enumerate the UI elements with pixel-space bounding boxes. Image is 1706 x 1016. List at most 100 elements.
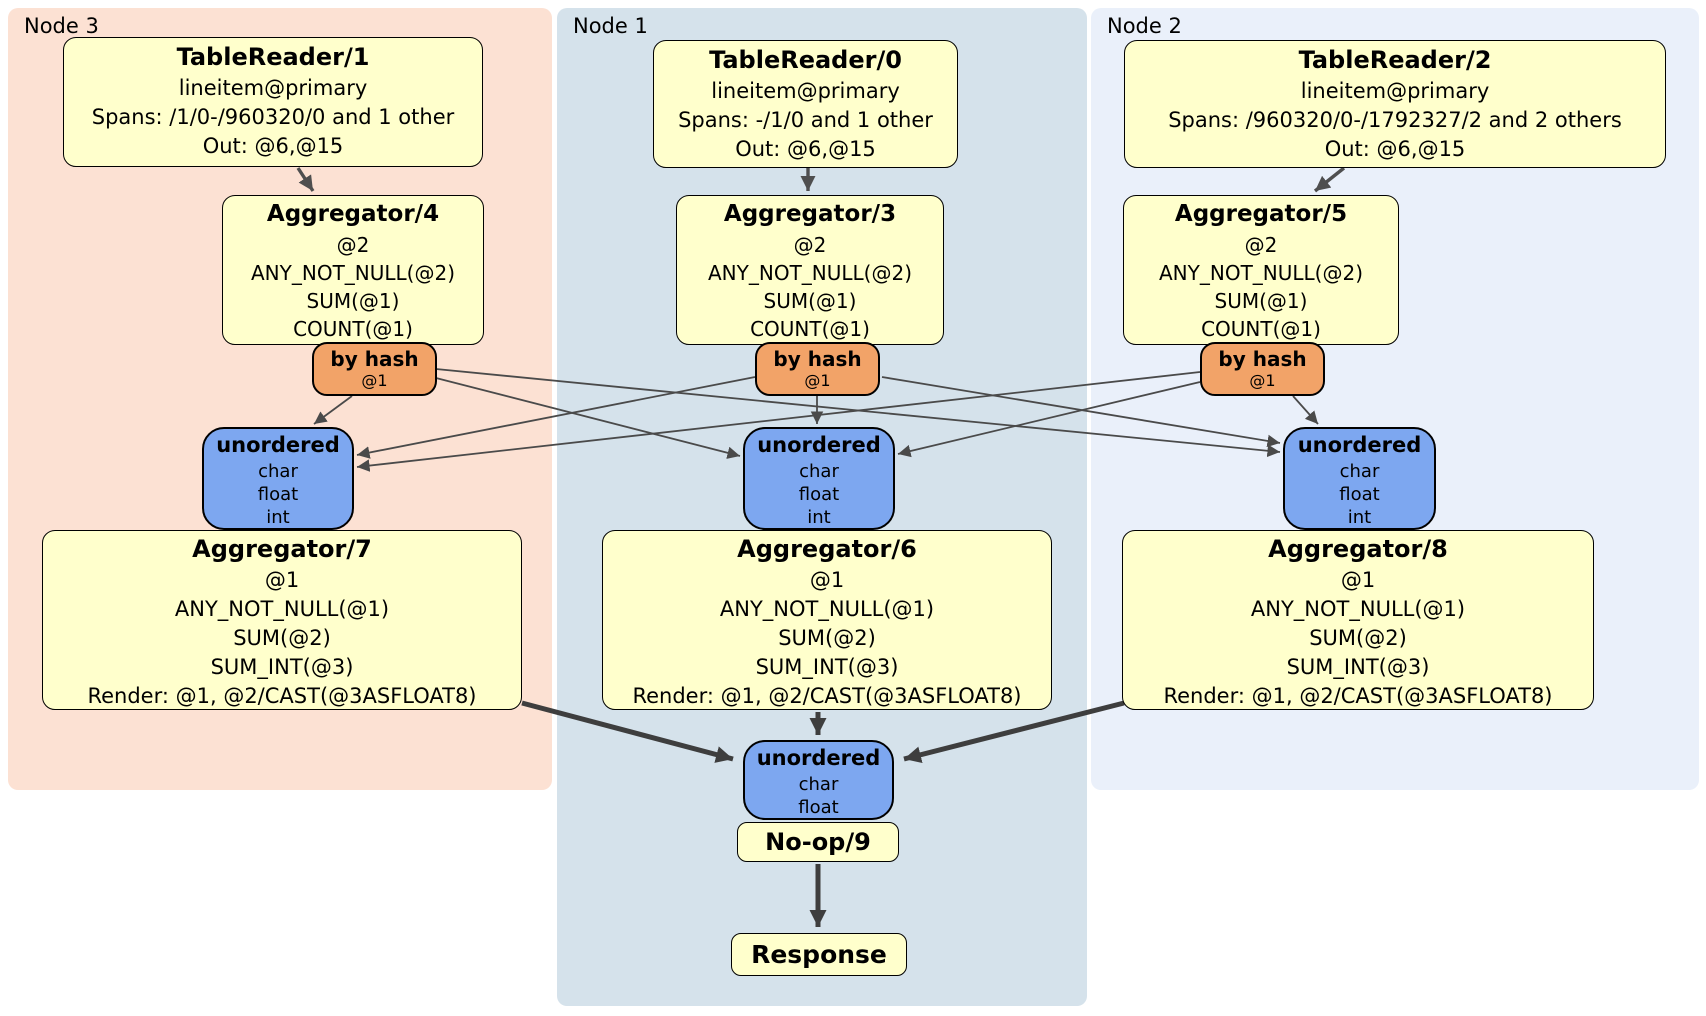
processor-detail: @1 <box>264 568 300 592</box>
router-columns: @1 <box>1249 371 1276 390</box>
router-title: by hash <box>330 347 419 371</box>
processor-detail: lineitem@primary <box>178 76 368 100</box>
processor-detail: Out: @6,@15 <box>1324 137 1466 161</box>
aggregator-3-box: Aggregator/3 @2 ANY_NOT_NULL(@2) SUM(@1)… <box>676 195 944 345</box>
edge-router1-sync3 <box>356 376 756 459</box>
processor-detail: Spans: /960320/0-/1792327/2 and 2 others <box>1168 108 1622 132</box>
processor-detail: SUM_INT(@3) <box>210 655 354 679</box>
processor-detail: ANY_NOT_NULL(@1) <box>174 597 390 621</box>
processor-detail: ANY_NOT_NULL(@2) <box>708 261 912 285</box>
sync-title: unordered <box>756 746 881 770</box>
processor-detail: Out: @6,@15 <box>202 134 344 158</box>
router-title: by hash <box>1218 347 1307 371</box>
edge-router2-sync2 <box>1292 395 1319 425</box>
processor-detail: COUNT(@1) <box>293 317 413 341</box>
processor-title: Aggregator/5 <box>1174 201 1348 227</box>
processor-detail: Spans: -/1/0 and 1 other <box>678 108 933 132</box>
sync-column: char <box>798 774 839 795</box>
hash-router-node3: by hash @1 <box>312 342 437 396</box>
sync-title: unordered <box>216 433 340 457</box>
node2-label: Node 2 <box>1107 14 1182 38</box>
unordered-sync-node3: unordered char float int <box>202 427 354 530</box>
processor-detail: SUM(@1) <box>763 289 857 313</box>
edge-agg8-syncfinal <box>903 700 1125 764</box>
tablereader-2-box: TableReader/2 lineitem@primary Spans: /9… <box>1124 40 1666 168</box>
processor-detail: @2 <box>793 233 827 257</box>
processor-title: Aggregator/4 <box>266 201 440 227</box>
node1-label: Node 1 <box>573 14 648 38</box>
processor-detail: SUM(@1) <box>1214 289 1308 313</box>
processor-title: TableReader/2 <box>1298 46 1492 74</box>
sync-column: int <box>1347 507 1372 528</box>
edge-router3-sync1 <box>435 377 741 459</box>
processor-detail: ANY_NOT_NULL(@2) <box>1159 261 1363 285</box>
sync-column: int <box>807 507 831 528</box>
processor-title: Aggregator/6 <box>737 535 917 563</box>
processor-detail: ANY_NOT_NULL(@1) <box>1250 597 1466 621</box>
edge-router2-sync1 <box>897 381 1201 458</box>
sync-title: unordered <box>757 433 881 457</box>
node3-label: Node 3 <box>24 14 99 38</box>
aggregator-4-box: Aggregator/4 @2 ANY_NOT_NULL(@2) SUM(@1)… <box>222 195 484 345</box>
processor-detail: lineitem@primary <box>711 79 900 103</box>
sync-column: float <box>257 484 299 505</box>
edge-tr1-agg4 <box>296 167 315 192</box>
unordered-sync-node1: unordered char float int <box>743 427 895 530</box>
response-box: Response <box>731 933 907 976</box>
router-title: by hash <box>773 347 862 371</box>
sync-column: int <box>266 507 290 528</box>
processor-detail: COUNT(@1) <box>750 317 870 341</box>
edge-agg7-syncfinal <box>521 700 734 763</box>
sync-column: char <box>258 461 298 482</box>
processor-title: TableReader/0 <box>709 46 902 74</box>
edge-router3-sync3 <box>313 395 353 425</box>
processor-detail: Spans: /1/0-/960320/0 and 1 other <box>91 105 455 129</box>
sync-column: float <box>1339 484 1380 505</box>
processor-title: Aggregator/3 <box>723 201 897 227</box>
processor-title: Aggregator/7 <box>192 535 372 563</box>
processor-detail: SUM_INT(@3) <box>755 655 899 679</box>
router-columns: @1 <box>361 371 388 390</box>
processor-title: Response <box>751 940 887 969</box>
sync-column: char <box>799 461 839 482</box>
processor-detail: SUM(@2) <box>778 626 876 650</box>
router-columns: @1 <box>804 371 831 390</box>
processor-detail: Render: @1, @2/CAST(@3ASFLOAT8) <box>87 684 477 708</box>
processor-detail: SUM(@2) <box>233 626 331 650</box>
noop-9-box: No-op/9 <box>737 822 899 862</box>
processor-detail: COUNT(@1) <box>1201 317 1321 341</box>
processor-detail: @2 <box>336 233 370 257</box>
processor-detail: Render: @1, @2/CAST(@3ASFLOAT8) <box>632 684 1022 708</box>
sync-column: float <box>798 797 839 818</box>
sync-title: unordered <box>1297 433 1422 457</box>
aggregator-5-box: Aggregator/5 @2 ANY_NOT_NULL(@2) SUM(@1)… <box>1123 195 1399 345</box>
processor-detail: ANY_NOT_NULL(@1) <box>719 597 935 621</box>
processor-detail: SUM(@1) <box>306 289 400 313</box>
processor-title: No-op/9 <box>765 828 871 856</box>
aggregator-6-box: Aggregator/6 @1 ANY_NOT_NULL(@1) SUM(@2)… <box>602 530 1052 710</box>
processor-detail: @1 <box>1340 568 1376 592</box>
aggregator-8-box: Aggregator/8 @1 ANY_NOT_NULL(@1) SUM(@2)… <box>1122 530 1594 710</box>
hash-router-node2: by hash @1 <box>1200 342 1325 396</box>
sync-column: char <box>1339 461 1380 482</box>
tablereader-0-box: TableReader/0 lineitem@primary Spans: -/… <box>653 40 958 168</box>
processor-detail: SUM_INT(@3) <box>1286 655 1430 679</box>
sync-column: float <box>798 484 840 505</box>
unordered-sync-node2: unordered char float int <box>1283 427 1436 530</box>
edge-router2-sync3 <box>356 371 1201 472</box>
unordered-sync-final: unordered char float <box>743 740 894 820</box>
processor-detail: ANY_NOT_NULL(@2) <box>251 261 455 285</box>
processor-title: Aggregator/8 <box>1268 535 1448 563</box>
processor-detail: lineitem@primary <box>1300 79 1490 103</box>
processor-detail: Render: @1, @2/CAST(@3ASFLOAT8) <box>1163 684 1553 708</box>
edge-tr2-agg5 <box>1313 166 1346 193</box>
processor-detail: @1 <box>809 568 845 592</box>
processor-detail: Out: @6,@15 <box>735 137 876 161</box>
tablereader-1-box: TableReader/1 lineitem@primary Spans: /1… <box>63 37 483 167</box>
processor-title: TableReader/1 <box>176 43 370 71</box>
processor-detail: SUM(@2) <box>1309 626 1407 650</box>
aggregator-7-box: Aggregator/7 @1 ANY_NOT_NULL(@1) SUM(@2)… <box>42 530 522 710</box>
hash-router-node1: by hash @1 <box>755 342 880 396</box>
